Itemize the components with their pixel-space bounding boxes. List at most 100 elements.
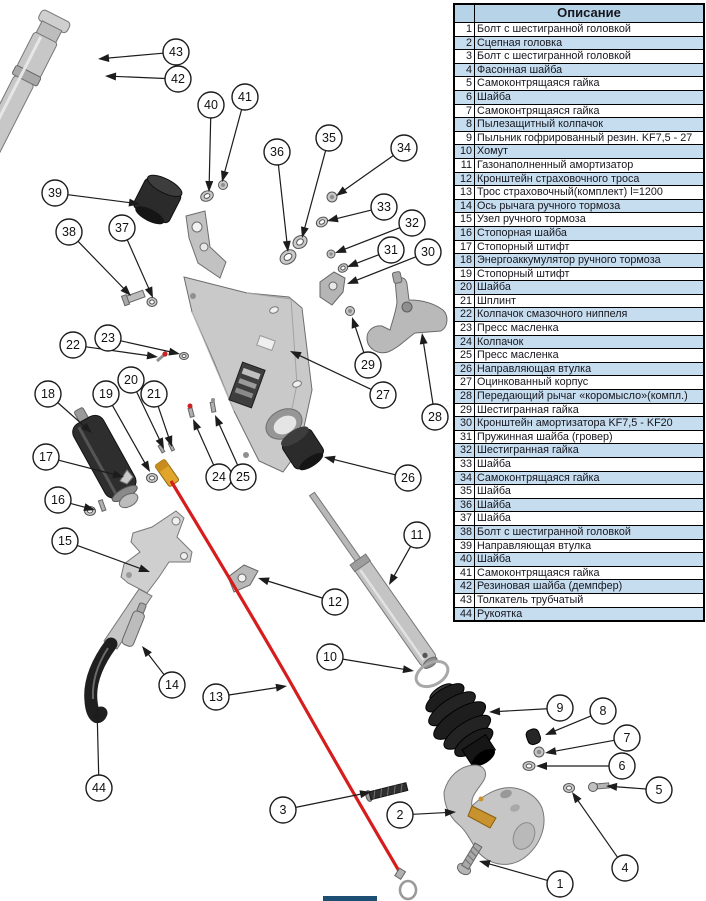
part-axle-pin-14 (121, 602, 147, 647)
svg-text:39: 39 (48, 186, 62, 200)
part-nut-7 (533, 746, 545, 758)
part-washer-36 (279, 249, 297, 265)
svg-text:7: 7 (624, 731, 631, 745)
row-description: Узел ручного тормоза (474, 212, 705, 227)
part-bellows-9 (425, 683, 497, 767)
callout-44: 44 (85, 707, 113, 802)
row-description: Шплинт (474, 293, 705, 309)
svg-text:35: 35 (322, 131, 336, 145)
row-number: 12 (453, 171, 475, 187)
callout-4: 4 (572, 792, 639, 882)
row-number: 41 (453, 565, 475, 581)
callout-10: 10 (316, 643, 414, 674)
svg-text:11: 11 (411, 528, 424, 542)
svg-text:43: 43 (169, 45, 183, 59)
row-number: 43 (453, 592, 475, 608)
svg-text:23: 23 (101, 331, 115, 345)
row-description: Направляющая втулка (474, 538, 705, 554)
row-description: Самоконтрящаяся гайка (474, 565, 705, 581)
part-washer-20 (157, 443, 166, 454)
svg-text:22: 22 (66, 338, 80, 352)
row-number: 20 (453, 280, 475, 295)
row-description: Направляющая втулка (474, 361, 705, 377)
row-description: Оцинкованный корпус (474, 375, 705, 391)
row-description: Пресс масленка (474, 321, 705, 336)
row-description: Шайба (474, 552, 705, 567)
svg-text:18: 18 (41, 387, 55, 401)
row-description: Ось рычага ручного тормоза (474, 198, 705, 214)
row-description: Сцепная головка (474, 35, 705, 51)
callout-37: 37 (108, 214, 153, 298)
row-number: 38 (453, 524, 475, 540)
part-washer-37 (146, 297, 158, 307)
callout-23: 23 (94, 324, 180, 356)
callout-28: 28 (419, 333, 449, 431)
row-description: Хомут (474, 144, 705, 159)
row-description: Болт с шестигранной головкой (474, 524, 705, 540)
row-description: Шестигранная гайка (474, 443, 705, 458)
part-bolt-5 (588, 782, 610, 792)
row-description: Шайба (474, 457, 705, 472)
row-description: Трос страховочный(комплект) l=1200 (474, 185, 705, 200)
part-grease-nipple-22 (156, 351, 168, 363)
description-column-header: Описание (474, 3, 705, 23)
row-description: Пресс масленка (474, 348, 705, 363)
row-number: 7 (453, 103, 475, 119)
row-description: Рукоятка (474, 606, 705, 622)
part-cable-end-fitting (154, 458, 180, 487)
row-description: Самоконтрящаяся гайка (474, 76, 705, 91)
callout-19: 19 (92, 380, 150, 472)
part-nut-32 (326, 249, 336, 259)
callout-17: 17 (32, 443, 124, 479)
callout-24: 24 (193, 419, 233, 491)
svg-text:21: 21 (147, 387, 161, 401)
part-tube-pusher (0, 9, 71, 185)
callout-38: 38 (55, 218, 131, 296)
part-clamp-10 (414, 659, 450, 689)
part-nut-34 (326, 191, 338, 203)
svg-text:38: 38 (62, 225, 76, 239)
callout-39: 39 (41, 179, 140, 207)
footer-bar (323, 896, 377, 901)
row-number: 21 (453, 293, 475, 309)
part-guide-bushing-26 (281, 426, 325, 471)
row-number: 23 (453, 321, 475, 336)
row-number: 9 (453, 130, 475, 146)
part-washer-23 (179, 352, 189, 360)
svg-text:24: 24 (212, 470, 226, 484)
part-handbrake-lever-15 (103, 510, 193, 650)
row-description: Шайба (474, 89, 705, 105)
row-description: Газонаполненный амортизатор (474, 157, 705, 173)
svg-text:13: 13 (209, 690, 223, 704)
part-grease-nipple-25 (209, 398, 217, 413)
part-bolt-1 (456, 842, 483, 876)
row-number: 34 (453, 470, 475, 486)
row-description: Энергоаккумулятор ручного тормоза (474, 253, 705, 268)
callout-35: 35 (301, 124, 343, 238)
callout-20: 20 (117, 366, 164, 449)
svg-text:9: 9 (557, 701, 564, 715)
svg-text:33: 33 (377, 200, 391, 214)
callout-2: 2 (386, 801, 456, 829)
part-washer-6 (522, 761, 536, 771)
callout-41: 41 (221, 83, 259, 182)
row-number: 29 (453, 402, 475, 418)
callout-31: 31 (347, 236, 405, 267)
